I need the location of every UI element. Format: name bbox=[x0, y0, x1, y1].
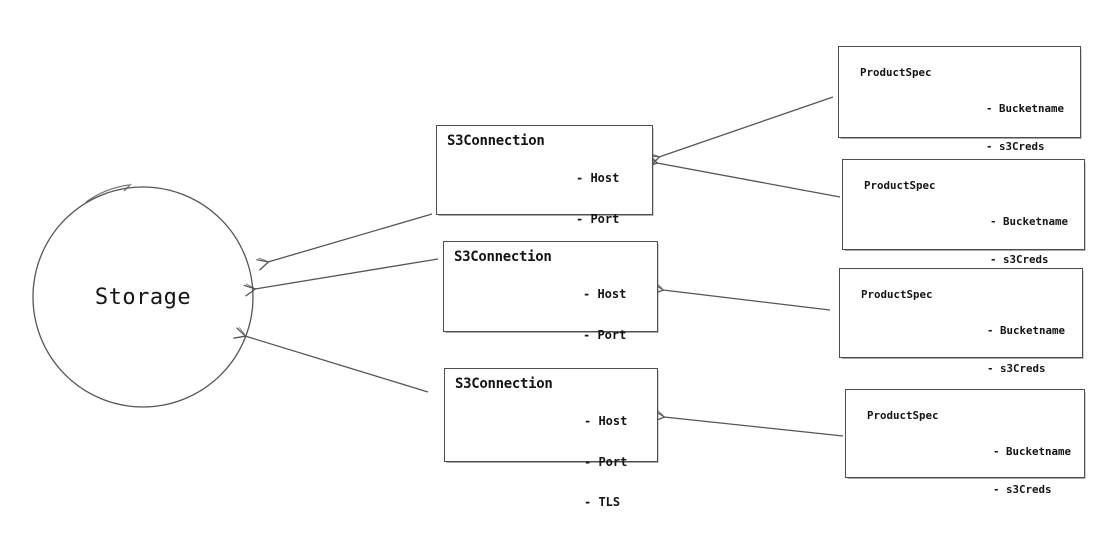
s3-connection-3-attributes: - Host - Port - TLS bbox=[584, 388, 627, 537]
edge-s3-connection-3-to-storage bbox=[233, 327, 429, 393]
edge-s3-connection-2-to-storage bbox=[243, 258, 439, 297]
product-spec-4-attributes: - Bucketname - s3Creds bbox=[993, 421, 1071, 521]
attribute-bucketname: - Bucketname bbox=[987, 324, 1066, 337]
product-spec-box-4: ProductSpec - Bucketname - s3Creds bbox=[845, 389, 1085, 495]
s3-connection-box-3: S3Connection - Host - Port - TLS bbox=[444, 368, 658, 509]
product-spec-3-title: ProductSpec bbox=[861, 288, 933, 301]
edge-product-spec-3-to-s3-connection-2 bbox=[651, 282, 831, 311]
product-spec-3-attributes: - Bucketname - s3Creds bbox=[987, 300, 1065, 400]
attribute-tls: - TLS bbox=[584, 495, 621, 509]
edge-product-spec-4-to-s3-connection-3 bbox=[652, 409, 844, 437]
attribute-port: - Port bbox=[576, 211, 620, 226]
attribute-s3creds: - s3Creds bbox=[987, 361, 1046, 375]
product-spec-box-1: ProductSpec - Bucketname - s3Creds bbox=[838, 46, 1081, 152]
s3-connection-box-2: S3Connection - Host - Port - TLS bbox=[443, 241, 658, 382]
product-spec-2-title: ProductSpec bbox=[864, 179, 936, 192]
attribute-bucketname: - Bucketname bbox=[990, 215, 1069, 228]
attribute-host: - Host bbox=[583, 287, 627, 301]
edge-product-spec-2-to-s3-connection-1 bbox=[645, 154, 841, 198]
edge-s3-connection-1-to-storage bbox=[256, 213, 433, 271]
attribute-port: - Port bbox=[583, 327, 627, 342]
edge-product-spec-1-to-s3-connection-1 bbox=[647, 96, 834, 167]
product-spec-2-attributes: - Bucketname - s3Creds bbox=[990, 191, 1068, 291]
attribute-s3creds: - s3Creds bbox=[990, 252, 1049, 266]
s3-connection-1-title: S3Connection bbox=[447, 133, 545, 149]
product-spec-4-title: ProductSpec bbox=[867, 409, 939, 422]
s3-connection-3-title: S3Connection bbox=[455, 376, 553, 392]
product-spec-1-attributes: - Bucketname - s3Creds bbox=[986, 78, 1064, 178]
s3-connection-2-title: S3Connection bbox=[454, 249, 552, 265]
attribute-s3creds: - s3Creds bbox=[993, 482, 1052, 496]
attribute-s3creds: - s3Creds bbox=[986, 139, 1045, 153]
product-spec-1-title: ProductSpec bbox=[860, 66, 932, 79]
attribute-port: - Port bbox=[584, 454, 628, 469]
product-spec-box-3: ProductSpec - Bucketname - s3Creds bbox=[839, 268, 1083, 374]
product-spec-box-2: ProductSpec - Bucketname - s3Creds bbox=[842, 159, 1085, 265]
attribute-bucketname: - Bucketname bbox=[993, 445, 1072, 458]
attribute-host: - Host bbox=[576, 171, 620, 185]
storage-label: Storage bbox=[94, 284, 192, 310]
s3-connection-box-1: S3Connection - Host - Port - TLS bbox=[436, 125, 653, 266]
attribute-host: - Host bbox=[584, 414, 628, 428]
attribute-bucketname: - Bucketname bbox=[986, 102, 1065, 115]
